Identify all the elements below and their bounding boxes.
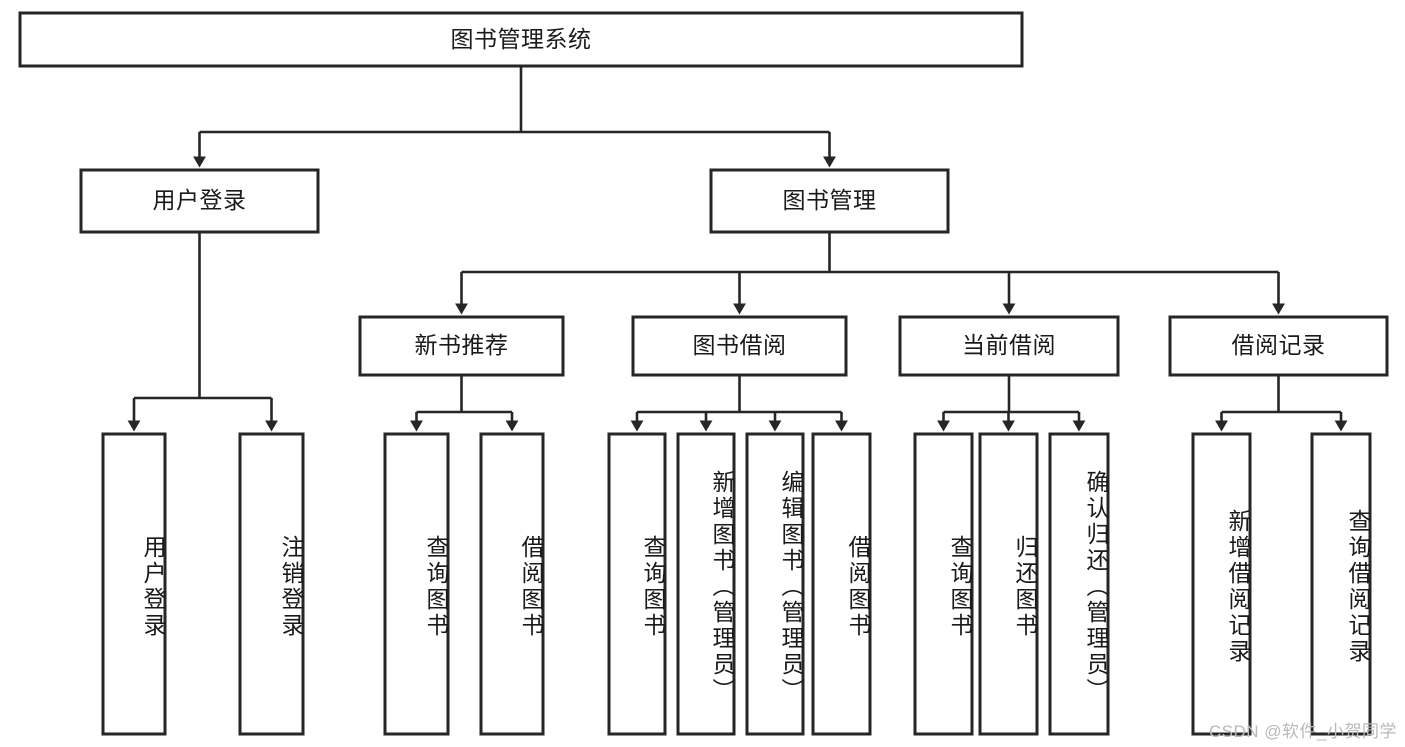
node-leaf-confirm-return-admin[interactable] [1050,434,1108,734]
node-box-leaf-borrow-book-rec[interactable] [479,432,545,736]
node-leaf-add-book-admin[interactable] [678,434,734,734]
node-box-borrow-records[interactable] [1168,315,1389,377]
node-box-leaf-query-book-borrow[interactable] [607,432,667,736]
connector-layer [127,66,1348,432]
node-leaf-query-book-current[interactable] [915,434,972,734]
node-box-leaf-edit-book-admin[interactable] [745,432,805,736]
node-box-leaf-add-book-admin[interactable] [676,432,736,736]
node-box-book-borrow[interactable] [631,315,848,377]
node-box-leaf-user-logout[interactable] [238,432,305,736]
node-box-leaf-query-book-rec[interactable] [383,432,450,736]
node-new-book-recommend[interactable] [360,317,563,375]
node-box-current-borrow[interactable] [898,315,1120,377]
node-book-management[interactable] [711,170,948,232]
node-leaf-query-book-borrow[interactable] [609,434,665,734]
node-box-leaf-borrow-book[interactable] [811,432,872,736]
node-user-login[interactable] [81,170,318,232]
box-layer [18,11,1389,736]
node-current-borrow[interactable] [900,317,1118,375]
node-box-leaf-user-login[interactable] [101,432,167,736]
node-box-leaf-return-book[interactable] [978,432,1039,736]
node-book-borrow[interactable] [633,317,846,375]
node-leaf-return-book[interactable] [980,434,1037,734]
node-box-book-management[interactable] [709,168,950,234]
node-leaf-user-login[interactable] [103,434,165,734]
node-box-leaf-query-book-current[interactable] [913,432,974,736]
node-box-user-login[interactable] [79,168,320,234]
node-leaf-edit-book-admin[interactable] [747,434,803,734]
node-borrow-records[interactable] [1170,317,1387,375]
node-box-leaf-query-borrow-record[interactable] [1310,432,1372,736]
node-leaf-query-book-rec[interactable] [385,434,448,734]
node-box-leaf-add-borrow-record[interactable] [1191,432,1252,736]
node-leaf-add-borrow-record[interactable] [1193,434,1250,734]
node-leaf-user-logout[interactable] [240,434,303,734]
node-root[interactable] [20,13,1022,66]
node-box-root[interactable] [18,11,1024,68]
node-leaf-borrow-book[interactable] [813,434,870,734]
node-leaf-borrow-book-rec[interactable] [481,434,543,734]
node-leaf-query-borrow-record[interactable] [1312,434,1370,734]
node-box-new-book-recommend[interactable] [358,315,565,377]
node-box-leaf-confirm-return-admin[interactable] [1048,432,1110,736]
watermark-text: CSDN @软件_小贺同学 [1208,722,1397,741]
